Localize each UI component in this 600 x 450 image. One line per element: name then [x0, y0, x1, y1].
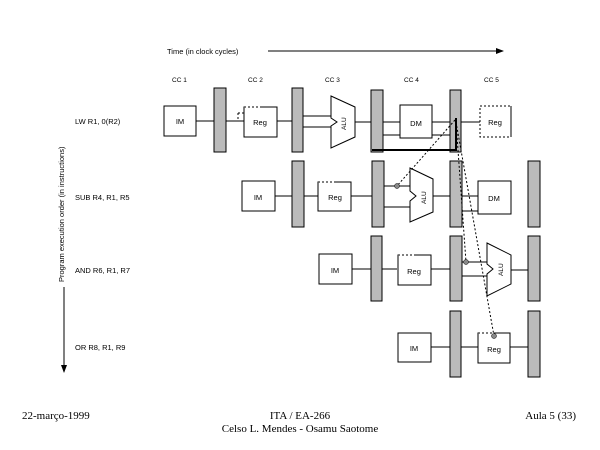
im-stage [241, 180, 276, 212]
pipeline-register [213, 87, 227, 153]
instruction-label-3: AND R6, R1, R7 [75, 266, 130, 275]
pipeline-register [527, 235, 541, 302]
svg-text:Reg: Reg [488, 118, 502, 127]
footer-course: ITA / EA-266 [269, 410, 331, 422]
svg-text:DM: DM [488, 194, 500, 203]
pipeline-register [291, 160, 305, 228]
pipeline-register [370, 89, 384, 153]
forwarding-dot [394, 183, 400, 189]
cc-label-5: CC 5 [484, 77, 499, 84]
forwarding-dot [491, 333, 497, 339]
footer-authors: Celso L. Mendes - Osamu Saotome [221, 423, 379, 435]
instruction-label-4: OR R8, R1, R9 [75, 343, 125, 352]
reg-read-stage [243, 106, 278, 138]
forwarding-paths [372, 118, 497, 339]
svg-text:IM: IM [410, 344, 418, 353]
footer-date: 22-março-1999 [22, 410, 90, 422]
forwarding-dot [463, 259, 469, 265]
pipeline-register [527, 160, 541, 228]
im-stage [397, 332, 432, 363]
reg-read-stage [397, 254, 432, 286]
svg-text:ALU: ALU [421, 191, 428, 204]
svg-text:ALU: ALU [341, 117, 348, 130]
cc-label-2: CC 2 [248, 77, 263, 84]
time-axis-label: Time (in clock cycles) [167, 47, 239, 56]
pipeline-row-2: IM Reg ALU DM [241, 160, 541, 228]
pipeline-register [449, 310, 462, 378]
instruction-label-1: LW R1, 0(R2) [75, 117, 121, 126]
reg-read-stage [317, 181, 352, 212]
dm-stage [477, 180, 512, 215]
pipeline-register [371, 160, 385, 228]
pipeline-row-4: IM Reg [397, 310, 541, 378]
alu-stage [330, 95, 356, 149]
dm-stage [399, 104, 433, 139]
instruction-label-2: SUB R4, R1, R5 [75, 193, 130, 202]
pipeline-register [370, 235, 383, 302]
pipeline-register [449, 160, 463, 228]
svg-text:ALU: ALU [498, 263, 505, 276]
svg-text:IM: IM [254, 193, 262, 202]
im-stage [163, 105, 197, 137]
cc-label-3: CC 3 [325, 77, 340, 84]
im-stage [318, 253, 353, 285]
alu-stage [409, 167, 434, 223]
svg-text:Reg: Reg [253, 118, 267, 127]
reg-write-stage [479, 105, 512, 138]
pipeline-row-3: IM Reg ALU [318, 235, 541, 302]
cc-label-4: CC 4 [404, 77, 419, 84]
svg-text:DM: DM [410, 119, 422, 128]
cc-label-1: CC 1 [172, 77, 187, 84]
svg-text:Reg: Reg [328, 193, 342, 202]
svg-text:IM: IM [331, 266, 339, 275]
pipeline-register [449, 235, 463, 302]
pipeline-row-1: IM Reg ALU DM Reg [163, 87, 512, 153]
svg-text:Reg: Reg [487, 345, 501, 354]
pipeline-register [527, 310, 541, 378]
svg-text:IM: IM [176, 117, 184, 126]
order-axis-label: Program execution order (in instructions… [57, 146, 66, 282]
alu-stage [486, 242, 512, 297]
svg-text:Reg: Reg [407, 267, 421, 276]
pipeline-register [291, 87, 304, 153]
footer-page: Aula 5 (33) [525, 410, 576, 422]
